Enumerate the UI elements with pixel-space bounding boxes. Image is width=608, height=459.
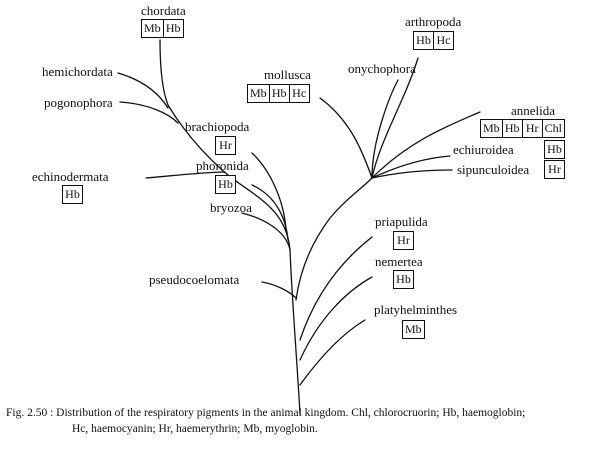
pigments-annelida: Mb Hb Hr Chl: [480, 119, 566, 138]
label-onychophora: onychophora: [348, 61, 416, 76]
pigments-sipunculoidea: Hr: [544, 160, 565, 179]
pigment-badge: Hb: [501, 119, 523, 138]
label-pseudocoelomata: pseudocoelomata: [149, 272, 240, 287]
pigments-nemertea: Hb: [393, 270, 414, 289]
pigment-badge: Hb: [215, 175, 236, 194]
label-brachiopoda: brachiopoda: [185, 119, 250, 134]
pigment-badge: Mb: [480, 119, 503, 138]
caption-line-1: Distribution of the respiratory pigments…: [56, 407, 526, 419]
pigment-badge: Mb: [402, 320, 425, 339]
pigment-badge: Hr: [544, 160, 565, 179]
pigment-badge: Hb: [413, 31, 434, 50]
pigment-badge: Mb: [247, 84, 270, 103]
branch-arthropoda: [371, 57, 419, 179]
pigment-badge: Hr: [393, 231, 414, 250]
branch-pogonophora: [119, 101, 179, 124]
pigment-badge: Hb: [268, 84, 290, 103]
branch-bryozoa: [241, 212, 291, 251]
label-echiuroidea: echiuroidea: [453, 142, 514, 157]
pigment-badge: Hr: [521, 119, 543, 138]
label-platyhelminthes: platyhelminthes: [374, 302, 458, 317]
pigments-echiuroidea: Hb: [544, 140, 565, 159]
pigments-phoronida: Hb: [215, 175, 236, 194]
caption-line-2: Hc, haemocyanin; Hr, haemerythrin; Mb, m…: [72, 423, 318, 435]
trunk-protostome: [295, 177, 373, 301]
branch-annelida: [371, 111, 481, 179]
branch-echiuroidea: [371, 155, 451, 179]
label-mollusca: mollusca: [264, 67, 311, 82]
branch-platyhelminthes: [299, 319, 366, 386]
pigments-echinodermata: Hb: [62, 185, 83, 204]
pigment-badge: Hb: [162, 19, 184, 38]
branch-brachiopoda: [251, 152, 287, 231]
pigments-chordata: Mb Hb: [141, 19, 184, 38]
branch-onychophora: [371, 79, 399, 179]
figure-number: Fig. 2.50 :: [6, 407, 54, 419]
label-chordata: chordata: [141, 3, 186, 18]
label-arthropoda: arthropoda: [405, 14, 462, 29]
pigment-badge: Chl: [541, 119, 566, 138]
label-nemertea: nemertea: [375, 254, 423, 269]
pigment-badge: Mb: [141, 19, 164, 38]
pigments-brachiopoda: Hr: [215, 136, 236, 155]
label-sipunculoidea: sipunculoidea: [457, 162, 530, 177]
pigment-badge: Hr: [215, 136, 236, 155]
pigments-platyhelminthes: Mb: [402, 320, 425, 339]
branch-echinodermata: [145, 171, 226, 179]
pigment-badge: Hc: [288, 84, 310, 103]
pigments-priapulida: Hr: [393, 231, 414, 250]
branch-priapulida: [299, 236, 373, 341]
label-bryozoa: bryozoa: [210, 200, 252, 215]
pigment-badge: Hb: [62, 185, 83, 204]
branch-mollusca: [319, 97, 373, 179]
label-priapulida: priapulida: [375, 214, 428, 229]
branch-nemertea: [299, 276, 373, 361]
label-hemichordata: hemichordata: [42, 64, 113, 79]
pigment-badge: Hb: [393, 270, 414, 289]
label-annelida: annelida: [511, 103, 556, 118]
branch-sipunculoidea: [371, 169, 453, 179]
figure-caption: Fig. 2.50 : Distribution of the respirat…: [6, 405, 604, 437]
label-pogonophora: pogonophora: [44, 95, 113, 110]
pigment-badge: Hc: [433, 31, 454, 50]
pigment-badge: Hb: [544, 140, 565, 159]
pigments-arthropoda: Hb Hc: [413, 31, 454, 50]
branch-pseudocoelomata: [261, 281, 297, 299]
pigments-mollusca: Mb Hb Hc: [247, 84, 310, 103]
label-phoronida: phoronida: [196, 158, 249, 173]
branch-phoronida: [251, 184, 289, 241]
branch-hemichordata: [117, 72, 169, 109]
label-echinodermata: echinodermata: [32, 169, 109, 184]
